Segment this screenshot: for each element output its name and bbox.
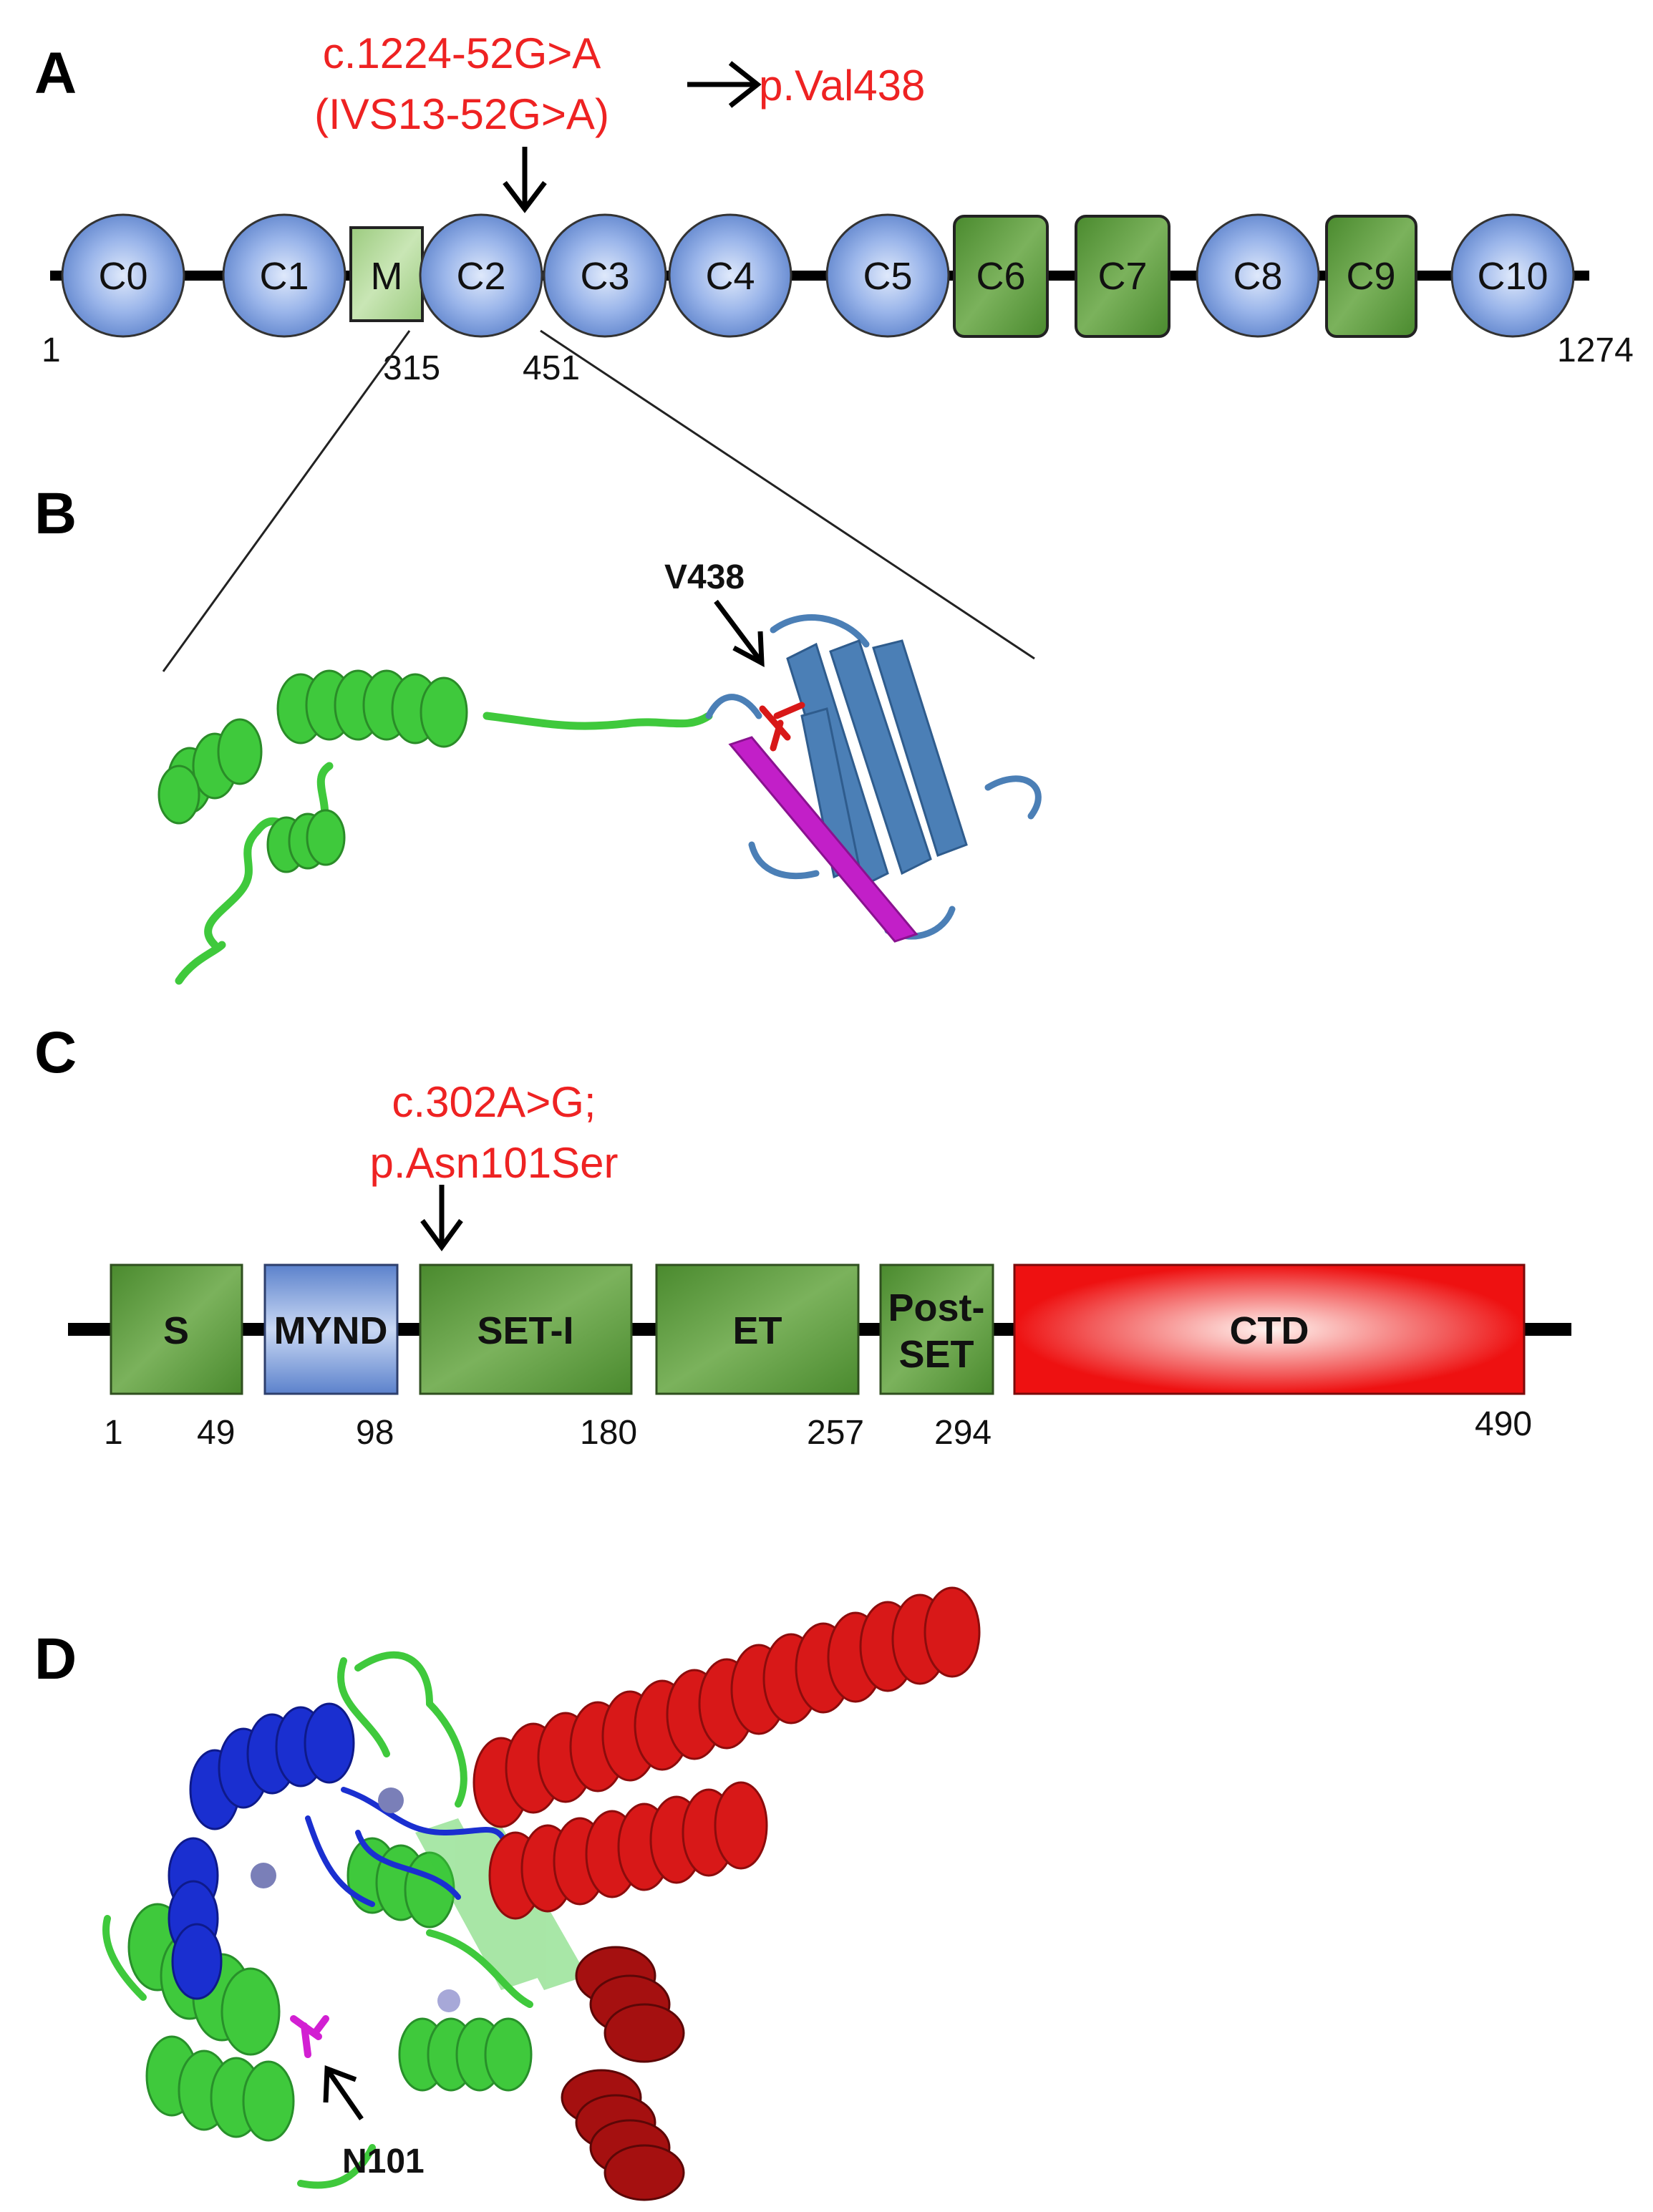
domain-c0: C0 xyxy=(61,213,185,338)
svg-text:C2: C2 xyxy=(456,255,505,298)
svg-text:C10: C10 xyxy=(1477,255,1548,298)
panel-c-mutation-line1: c.302A>G; xyxy=(392,1078,596,1126)
domain-c5: C5 xyxy=(825,213,950,338)
svg-text:SET: SET xyxy=(898,1333,974,1376)
svg-text:C4: C4 xyxy=(705,255,755,298)
svg-text:CTD: CTD xyxy=(1230,1309,1309,1352)
domain-c9: C9 xyxy=(1325,215,1417,338)
pos-c-294: 294 xyxy=(934,1414,992,1452)
svg-text:S: S xyxy=(163,1309,189,1352)
pos-c-180: 180 xyxy=(580,1414,637,1452)
domain-s: S xyxy=(110,1263,243,1395)
zoom-line-right xyxy=(540,329,1035,660)
panel-b-letter: B xyxy=(34,481,77,546)
pos-1274: 1274 xyxy=(1557,331,1634,369)
pos-c-1: 1 xyxy=(104,1414,123,1452)
panel-d-residue-arrow xyxy=(323,2065,364,2120)
pos-c-49: 49 xyxy=(197,1414,235,1452)
svg-text:Post-: Post- xyxy=(888,1286,985,1329)
domain-et: ET xyxy=(655,1263,860,1395)
domain-post-set: Post- SET xyxy=(879,1263,994,1395)
panel-a-protein-effect: p.Val438 xyxy=(759,62,925,110)
domain-c3: C3 xyxy=(543,213,667,338)
panel-d-structure xyxy=(102,1586,981,2201)
svg-text:ET: ET xyxy=(732,1309,782,1352)
domain-c8: C8 xyxy=(1196,213,1320,338)
svg-text:C3: C3 xyxy=(580,255,629,298)
pos-c-257: 257 xyxy=(807,1414,864,1452)
pos-1: 1 xyxy=(42,331,61,369)
pos-451: 451 xyxy=(523,349,580,387)
svg-text:C8: C8 xyxy=(1233,255,1282,298)
panel-b-residue-label: V438 xyxy=(664,558,745,596)
pos-c-490: 490 xyxy=(1475,1405,1532,1443)
panel-a-mutation-line2: (IVS13-52G>A) xyxy=(314,90,609,138)
svg-text:C0: C0 xyxy=(98,255,147,298)
domain-c6: C6 xyxy=(953,215,1049,338)
pos-c-98: 98 xyxy=(356,1414,394,1452)
svg-text:SET-I: SET-I xyxy=(477,1309,573,1352)
svg-text:C9: C9 xyxy=(1346,255,1395,298)
domain-set-i: SET-I xyxy=(419,1263,633,1395)
panel-a-letter: A xyxy=(34,41,77,106)
panel-b-structure xyxy=(157,614,1042,985)
panel-a-mutation-line1: c.1224-52G>A xyxy=(323,29,601,77)
domain-c1: C1 xyxy=(222,213,346,338)
domain-c4: C4 xyxy=(668,213,792,338)
domain-ctd: CTD xyxy=(1013,1263,1526,1395)
panel-b-residue-arrow xyxy=(714,599,765,668)
domain-m: M xyxy=(349,226,424,322)
zoom-line-left xyxy=(162,330,411,672)
domain-c2: C2 xyxy=(419,213,543,338)
panel-d-residue-label: N101 xyxy=(342,2143,425,2181)
svg-text:C6: C6 xyxy=(976,255,1025,298)
svg-text:C1: C1 xyxy=(259,255,309,298)
svg-text:M: M xyxy=(371,255,403,298)
panel-c-letter: C xyxy=(34,1020,77,1085)
domain-c10: C10 xyxy=(1450,213,1575,338)
svg-text:C5: C5 xyxy=(863,255,912,298)
svg-text:MYND: MYND xyxy=(274,1309,388,1352)
domain-c7: C7 xyxy=(1075,215,1170,338)
panel-c-down-arrow xyxy=(420,1185,463,1251)
svg-text:C7: C7 xyxy=(1097,255,1147,298)
panel-c-mutation-line2: p.Asn101Ser xyxy=(370,1139,619,1187)
domain-mynd: MYND xyxy=(263,1263,399,1395)
panel-a-right-arrow xyxy=(687,61,762,108)
panel-d-letter: D xyxy=(34,1626,77,1692)
panel-a-down-arrow xyxy=(503,147,547,213)
